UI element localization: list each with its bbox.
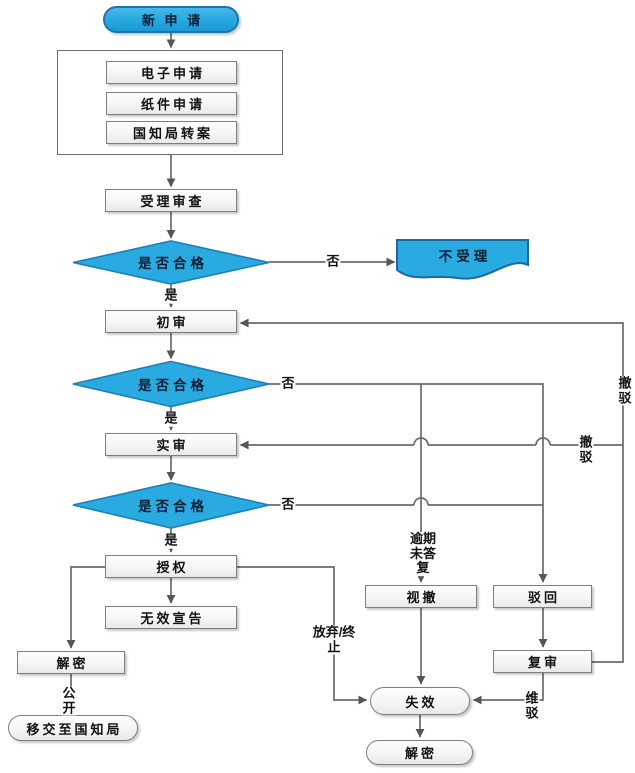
declassify-final-node: 解密 (366, 740, 473, 765)
edge-label-abandon-or-terminate: 放弃/终 止 (311, 624, 357, 655)
decision-diamond-2 (72, 360, 270, 408)
start-node: 新 申 请 (103, 6, 239, 33)
declassify-final-label: 解密 (404, 746, 437, 761)
cnipa-transfer-box: 国知局转案 (106, 121, 237, 144)
edge-label-overdue-no-reply: 逾期 未答 复 (408, 531, 438, 576)
edge-label-no-1: 否 (325, 253, 341, 270)
not-accepted-document-shape (396, 239, 529, 280)
edge-label-withdraw-rejection-right: 撤 驳 (617, 375, 633, 406)
application-sources-group (57, 50, 283, 155)
decision-2-label: 是否合格 (138, 378, 208, 393)
edge-label-yes-3: 是 (163, 532, 179, 549)
electronic-application-box: 电子申请 (106, 61, 237, 84)
invalidation-declaration-label: 无效宣告 (140, 611, 205, 626)
grant-box: 授权 (105, 555, 237, 578)
edge-return-to-substantive-hop2 (413, 437, 429, 446)
rejected-box: 驳回 (493, 585, 592, 608)
edge-label-publication: 公 开 (61, 685, 77, 716)
edge-label-withdraw-rejection-mid: 撤 驳 (578, 434, 594, 465)
not-accepted-label: 不受理 (438, 249, 492, 264)
edge-decision3-no-hop (413, 497, 429, 506)
reexamination-box: 复审 (493, 650, 592, 673)
decision-diamond-3 (72, 482, 270, 529)
rejected-label: 驳回 (527, 590, 560, 605)
edge-return-to-substantive-hop1 (535, 437, 551, 446)
decision-1-label: 是否合格 (138, 256, 208, 271)
edge-label-no-3: 否 (280, 496, 296, 513)
edge-label-no-2: 否 (280, 375, 296, 392)
edge-grant-to-declassify (66, 566, 105, 649)
edge-decision2-no-to-rejected (269, 383, 548, 583)
lapsed-node: 失效 (370, 687, 470, 715)
transfer-to-cnipa-label: 移交至国知局 (26, 721, 123, 737)
preliminary-exam-label: 初审 (156, 315, 189, 330)
declassify-box: 解密 (17, 651, 125, 674)
lapsed-label: 失效 (405, 694, 438, 710)
substantive-exam-label: 实审 (156, 438, 189, 453)
edge-label-uphold-rejection: 维 驳 (524, 690, 540, 721)
preliminary-exam-box: 初审 (105, 310, 237, 333)
start-node-label: 新 申 请 (141, 13, 204, 28)
invalidation-declaration-box: 无效宣告 (105, 606, 237, 629)
reexamination-label: 复审 (527, 655, 560, 670)
edge-reexam-to-lapsed (472, 673, 544, 705)
declassify-label: 解密 (56, 656, 89, 671)
decision-3-label: 是否合格 (138, 499, 208, 514)
deemed-withdrawn-box: 视撤 (365, 585, 477, 608)
cnipa-transfer-label: 国知局转案 (132, 126, 213, 141)
acceptance-review-box: 受理审查 (105, 189, 237, 212)
acceptance-review-label: 受理审查 (140, 194, 205, 209)
transfer-to-cnipa-node: 移交至国知局 (8, 715, 138, 741)
edge-label-yes-2: 是 (163, 410, 179, 427)
edge-reexam-return-to-preliminary (239, 318, 624, 663)
decision-diamond-1 (72, 240, 270, 285)
paper-application-label: 纸件申请 (140, 97, 205, 112)
deemed-withdrawn-label: 视撤 (406, 590, 439, 605)
edge-label-yes-1: 是 (163, 287, 179, 304)
substantive-exam-box: 实审 (105, 433, 237, 456)
grant-label: 授权 (156, 560, 189, 575)
electronic-application-label: 电子申请 (140, 66, 205, 81)
paper-application-box: 纸件申请 (106, 92, 237, 115)
